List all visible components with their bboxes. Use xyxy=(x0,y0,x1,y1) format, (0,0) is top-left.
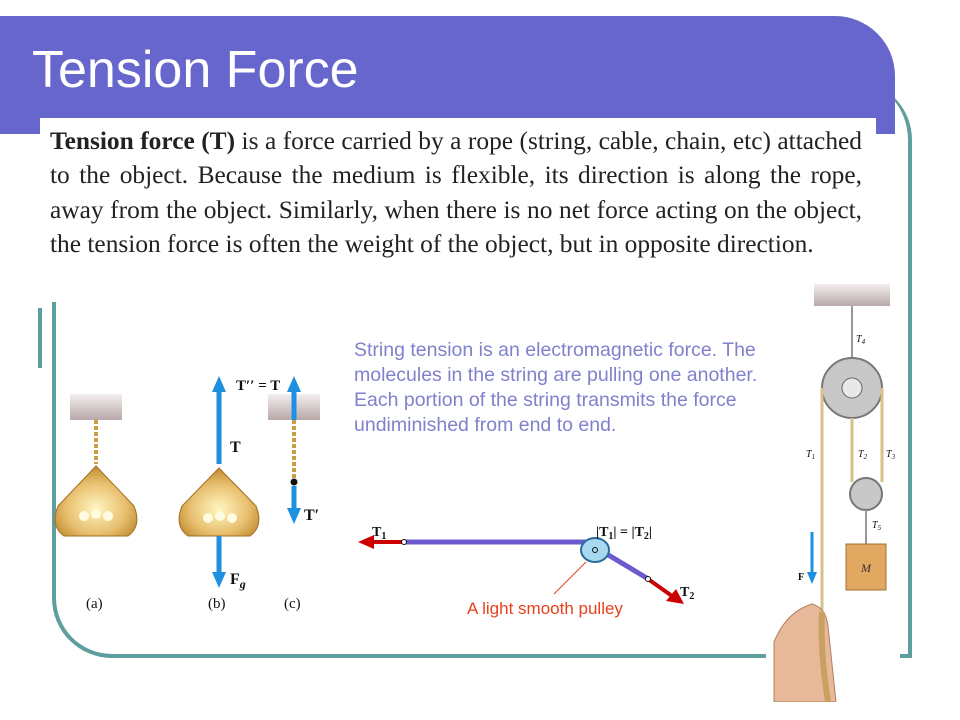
caption-pointer xyxy=(553,561,587,595)
accent-bar xyxy=(0,128,40,134)
explanation-text: String tension is an electromagnetic for… xyxy=(354,339,758,436)
pulley-system-figure: M F T4 T1 T2 T3 T5 xyxy=(766,282,900,702)
chandelier-a xyxy=(54,465,138,537)
label-t-prime: T′ xyxy=(304,507,319,524)
label-a: (a) xyxy=(86,596,103,612)
tension-equation: |T1| = |T2| xyxy=(596,525,652,542)
label-t2: T2 xyxy=(680,585,694,602)
label-t-double-prime: T′′ = T xyxy=(236,378,280,394)
lower-pulley xyxy=(849,477,883,511)
label-t2-pulley: T2 xyxy=(858,449,868,461)
rope-end xyxy=(818,611,831,702)
accent-bar xyxy=(38,308,42,368)
label-c: (c) xyxy=(284,596,301,612)
label-t: T xyxy=(230,439,241,456)
definition-box xyxy=(40,118,876,302)
label-f: F xyxy=(798,572,804,583)
label-t4: T4 xyxy=(856,334,866,346)
mass-block xyxy=(845,543,887,591)
definition-body: is a force carried by a rope (string, ca… xyxy=(50,127,862,258)
pulley-caption: A light smooth pulley xyxy=(467,599,623,618)
ceiling-pulley xyxy=(814,284,890,306)
chandelier-b xyxy=(178,467,260,537)
label-t5: T5 xyxy=(872,520,882,532)
definition-text: Tension force (T) is a force carried by … xyxy=(50,124,862,261)
chandelier-figure: T Fg T′′ = T T′ (a) (b) (c) xyxy=(54,376,320,612)
rope-pulley-figure: T1 T2 |T1| = |T2| xyxy=(358,525,694,604)
pulley-wheel xyxy=(580,537,610,563)
arrow-t2 xyxy=(646,577,674,598)
label-t1-pulley: T1 xyxy=(806,449,815,461)
ceiling-a xyxy=(70,394,122,420)
label-mass: M xyxy=(860,561,872,575)
label-t3-pulley: T3 xyxy=(886,449,896,461)
label-fg: Fg xyxy=(230,571,246,591)
label-t1: T1 xyxy=(372,525,386,542)
slide-frame xyxy=(52,80,912,658)
title-bar xyxy=(0,16,895,134)
slide-title: Tension Force xyxy=(32,41,359,99)
definition-term: Tension force (T) xyxy=(50,127,236,155)
label-b: (b) xyxy=(208,596,226,612)
